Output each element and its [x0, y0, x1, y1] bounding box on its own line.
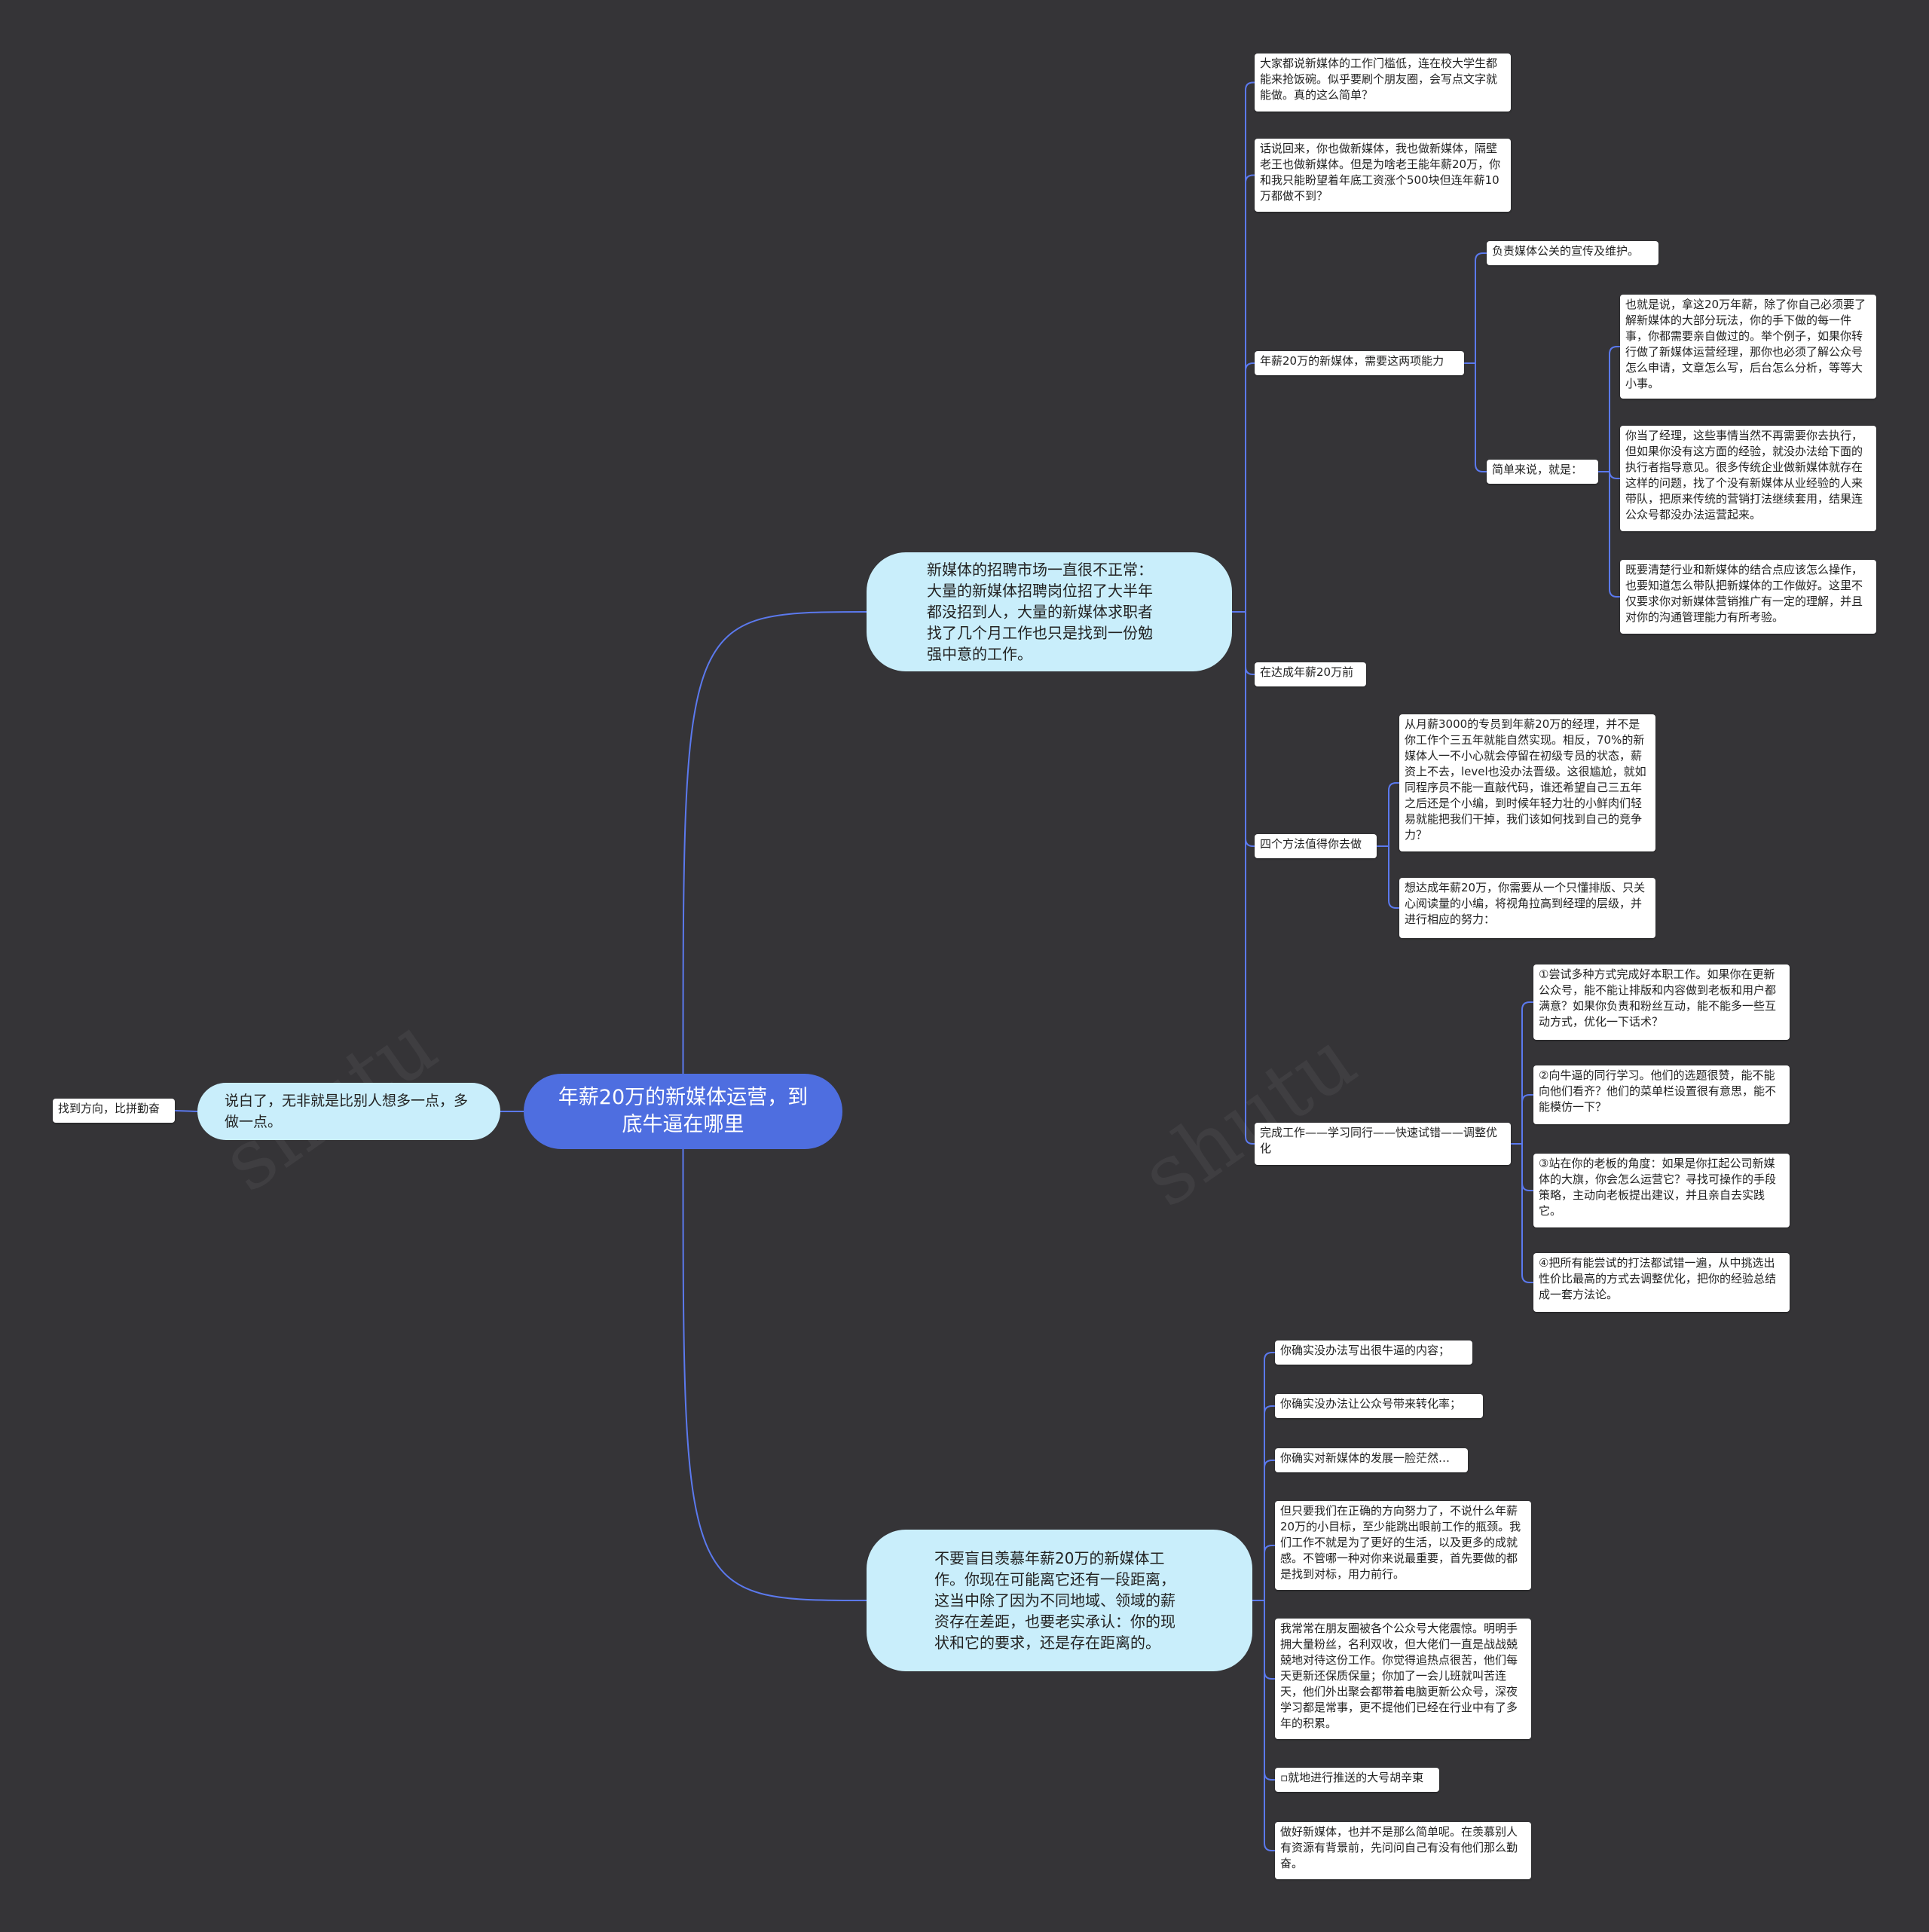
- leaf-work-loop-item[interactable]: ①尝试多种方式完成好本职工作。如果你在更新公众号，能不能让排版和内容做到老板和用…: [1533, 964, 1790, 1040]
- upper-branch-lines: [1245, 362, 1255, 612]
- leaf-two-abilities[interactable]: 年薪20万的新媒体，需要这两项能力: [1255, 351, 1464, 375]
- branch-left[interactable]: 说白了，无非就是比别人想多一点，多做一点。: [197, 1083, 500, 1140]
- leaf-intro-1[interactable]: 大家都说新媒体的工作门槛低，连在校大学生都能来抢饭碗。似乎要刷个朋友圈，会写点文…: [1255, 53, 1511, 112]
- branch-lower[interactable]: 不要盲目羡慕年薪20万的新媒体工作。你现在可能离它还有一段距离，这当中除了因为不…: [867, 1530, 1252, 1671]
- lower-branch-lines: [1264, 1600, 1275, 1851]
- branch-upper-text: 新媒体的招聘市场一直很不正常：大量的新媒体招聘岗位招了大半年都没招到人，大量的新…: [927, 561, 1153, 663]
- branch-lower-text: 不要盲目羡慕年薪20万的新媒体工作。你现在可能离它还有一段距离，这当中除了因为不…: [934, 1549, 1175, 1652]
- work-loop-lines: [1521, 1001, 1533, 1144]
- leaf-lower-item[interactable]: 你确实对新媒体的发展一脸茫然…: [1275, 1448, 1468, 1472]
- leaf-simply-put[interactable]: 简单来说，就是：: [1487, 460, 1598, 484]
- work-loop-lines: [1521, 1144, 1533, 1191]
- root-to-lower-line: [682, 1148, 867, 1601]
- upper-branch-lines: [1245, 612, 1255, 847]
- lower-branch-lines: [1264, 1545, 1275, 1600]
- root-topic[interactable]: 年薪20万的新媒体运营，到底牛逼在哪里: [524, 1074, 842, 1149]
- ability-lines: [1475, 252, 1487, 363]
- leaf-intro-2[interactable]: 话说回来，你也做新媒体，我也做新媒体，隔壁老王也做新媒体。但是为啥老王能年薪20…: [1255, 139, 1511, 212]
- leaf-work-loop-item[interactable]: ③站在你的老板的角度：如果是你扛起公司新媒体的大旗，你会怎么运营它？寻找可操作的…: [1533, 1154, 1790, 1227]
- leaf-four-methods-item[interactable]: 想达成年薪20万，你需要从一个只懂排版、只关心阅读量的小编，将视角拉高到经理的层…: [1399, 878, 1655, 938]
- upper-branch-lines: [1245, 81, 1255, 612]
- work-loop-lines: [1521, 1144, 1533, 1283]
- lower-branch-lines: [1264, 1352, 1275, 1600]
- leaf-simply-item[interactable]: 既要清楚行业和新媒体的结合点应该怎么操作，也要知道怎么带队把新媒体的工作做好。这…: [1620, 560, 1876, 634]
- lower-branch-lines: [1264, 1600, 1275, 1680]
- leaf-lower-item[interactable]: ▫就地进行推送的大号胡辛東: [1275, 1768, 1439, 1792]
- leaf-four-methods-item[interactable]: 从月薪3000的专员到年薪20万的经理，并不是你工作个三五年就能自然实现。相反，…: [1399, 714, 1655, 851]
- leaf-simply-item[interactable]: 也就是说，拿这20万年薪，除了你自己必须要了解新媒体的大部分玩法，你的手下做的每…: [1620, 295, 1876, 399]
- four-methods-lines: [1388, 846, 1399, 909]
- upper-branch-lines: [1245, 612, 1255, 675]
- leaf-find-direction[interactable]: 找到方向，比拼勤奋: [53, 1099, 175, 1123]
- work-loop-lines: [1521, 1094, 1533, 1144]
- lower-branch-lines: [1264, 1405, 1275, 1600]
- simply-lines: [1609, 470, 1620, 479]
- leaf-work-loop-item[interactable]: ②向牛逼的同行学习。他们的选题很赞，能不能向他们看齐？他们的菜单栏设置很有意思，…: [1533, 1065, 1790, 1124]
- leaf-lower-item[interactable]: 你确实没办法让公众号带来转化率；: [1275, 1394, 1483, 1418]
- simply-lines: [1609, 346, 1620, 472]
- lower-branch-lines: [1264, 1600, 1275, 1781]
- leaf-four-methods[interactable]: 四个方法值得你去做: [1255, 834, 1377, 858]
- four-methods-lines: [1388, 782, 1399, 846]
- leaf-lower-item[interactable]: 但只要我们在正确的方向努力了，不说什么年薪20万的小目标，至少能跳出眼前工作的瓶…: [1275, 1501, 1531, 1590]
- root-to-upper-line: [682, 611, 867, 1075]
- simply-lines: [1609, 472, 1620, 598]
- ability-lines: [1475, 363, 1487, 472]
- root-topic-text: 年薪20万的新媒体运营，到底牛逼在哪里: [558, 1086, 809, 1136]
- leaf-work-loop[interactable]: 完成工作——学习同行——快速试错——调整优化: [1255, 1123, 1511, 1165]
- branch-left-text: 说白了，无非就是比别人想多一点，多做一点。: [225, 1093, 469, 1130]
- leaf-before-200k[interactable]: 在达成年薪20万前: [1255, 662, 1366, 686]
- upper-branch-lines: [1245, 612, 1255, 1145]
- leaf-pr-maintenance[interactable]: 负责媒体公关的宣传及维护。: [1487, 241, 1658, 265]
- leaf-lower-item[interactable]: 我常常在朋友圈被各个公众号大佬震惊。明明手拥大量粉丝，名利双收，但大佬们一直是战…: [1275, 1619, 1531, 1739]
- branch-upper[interactable]: 新媒体的招聘市场一直很不正常：大量的新媒体招聘岗位招了大半年都没招到人，大量的新…: [867, 552, 1232, 671]
- leaf-work-loop-item[interactable]: ④把所有能尝试的打法都试错一遍，从中挑选出性价比最高的方式去调整优化，把你的经验…: [1533, 1253, 1790, 1312]
- leaf-simply-item[interactable]: 你当了经理，这些事情当然不再需要你去执行，但如果你没有这方面的经验，就没办法给下…: [1620, 426, 1876, 531]
- lower-branch-lines: [1264, 1460, 1275, 1600]
- leaf-lower-item[interactable]: 你确实没办法写出很牛逼的内容；: [1275, 1340, 1472, 1365]
- upper-branch-lines: [1245, 174, 1255, 612]
- leaf-lower-item[interactable]: 做好新媒体，也并不是那么简单呢。在羡慕别人有资源有背景前，先问问自己有没有他们那…: [1275, 1822, 1531, 1879]
